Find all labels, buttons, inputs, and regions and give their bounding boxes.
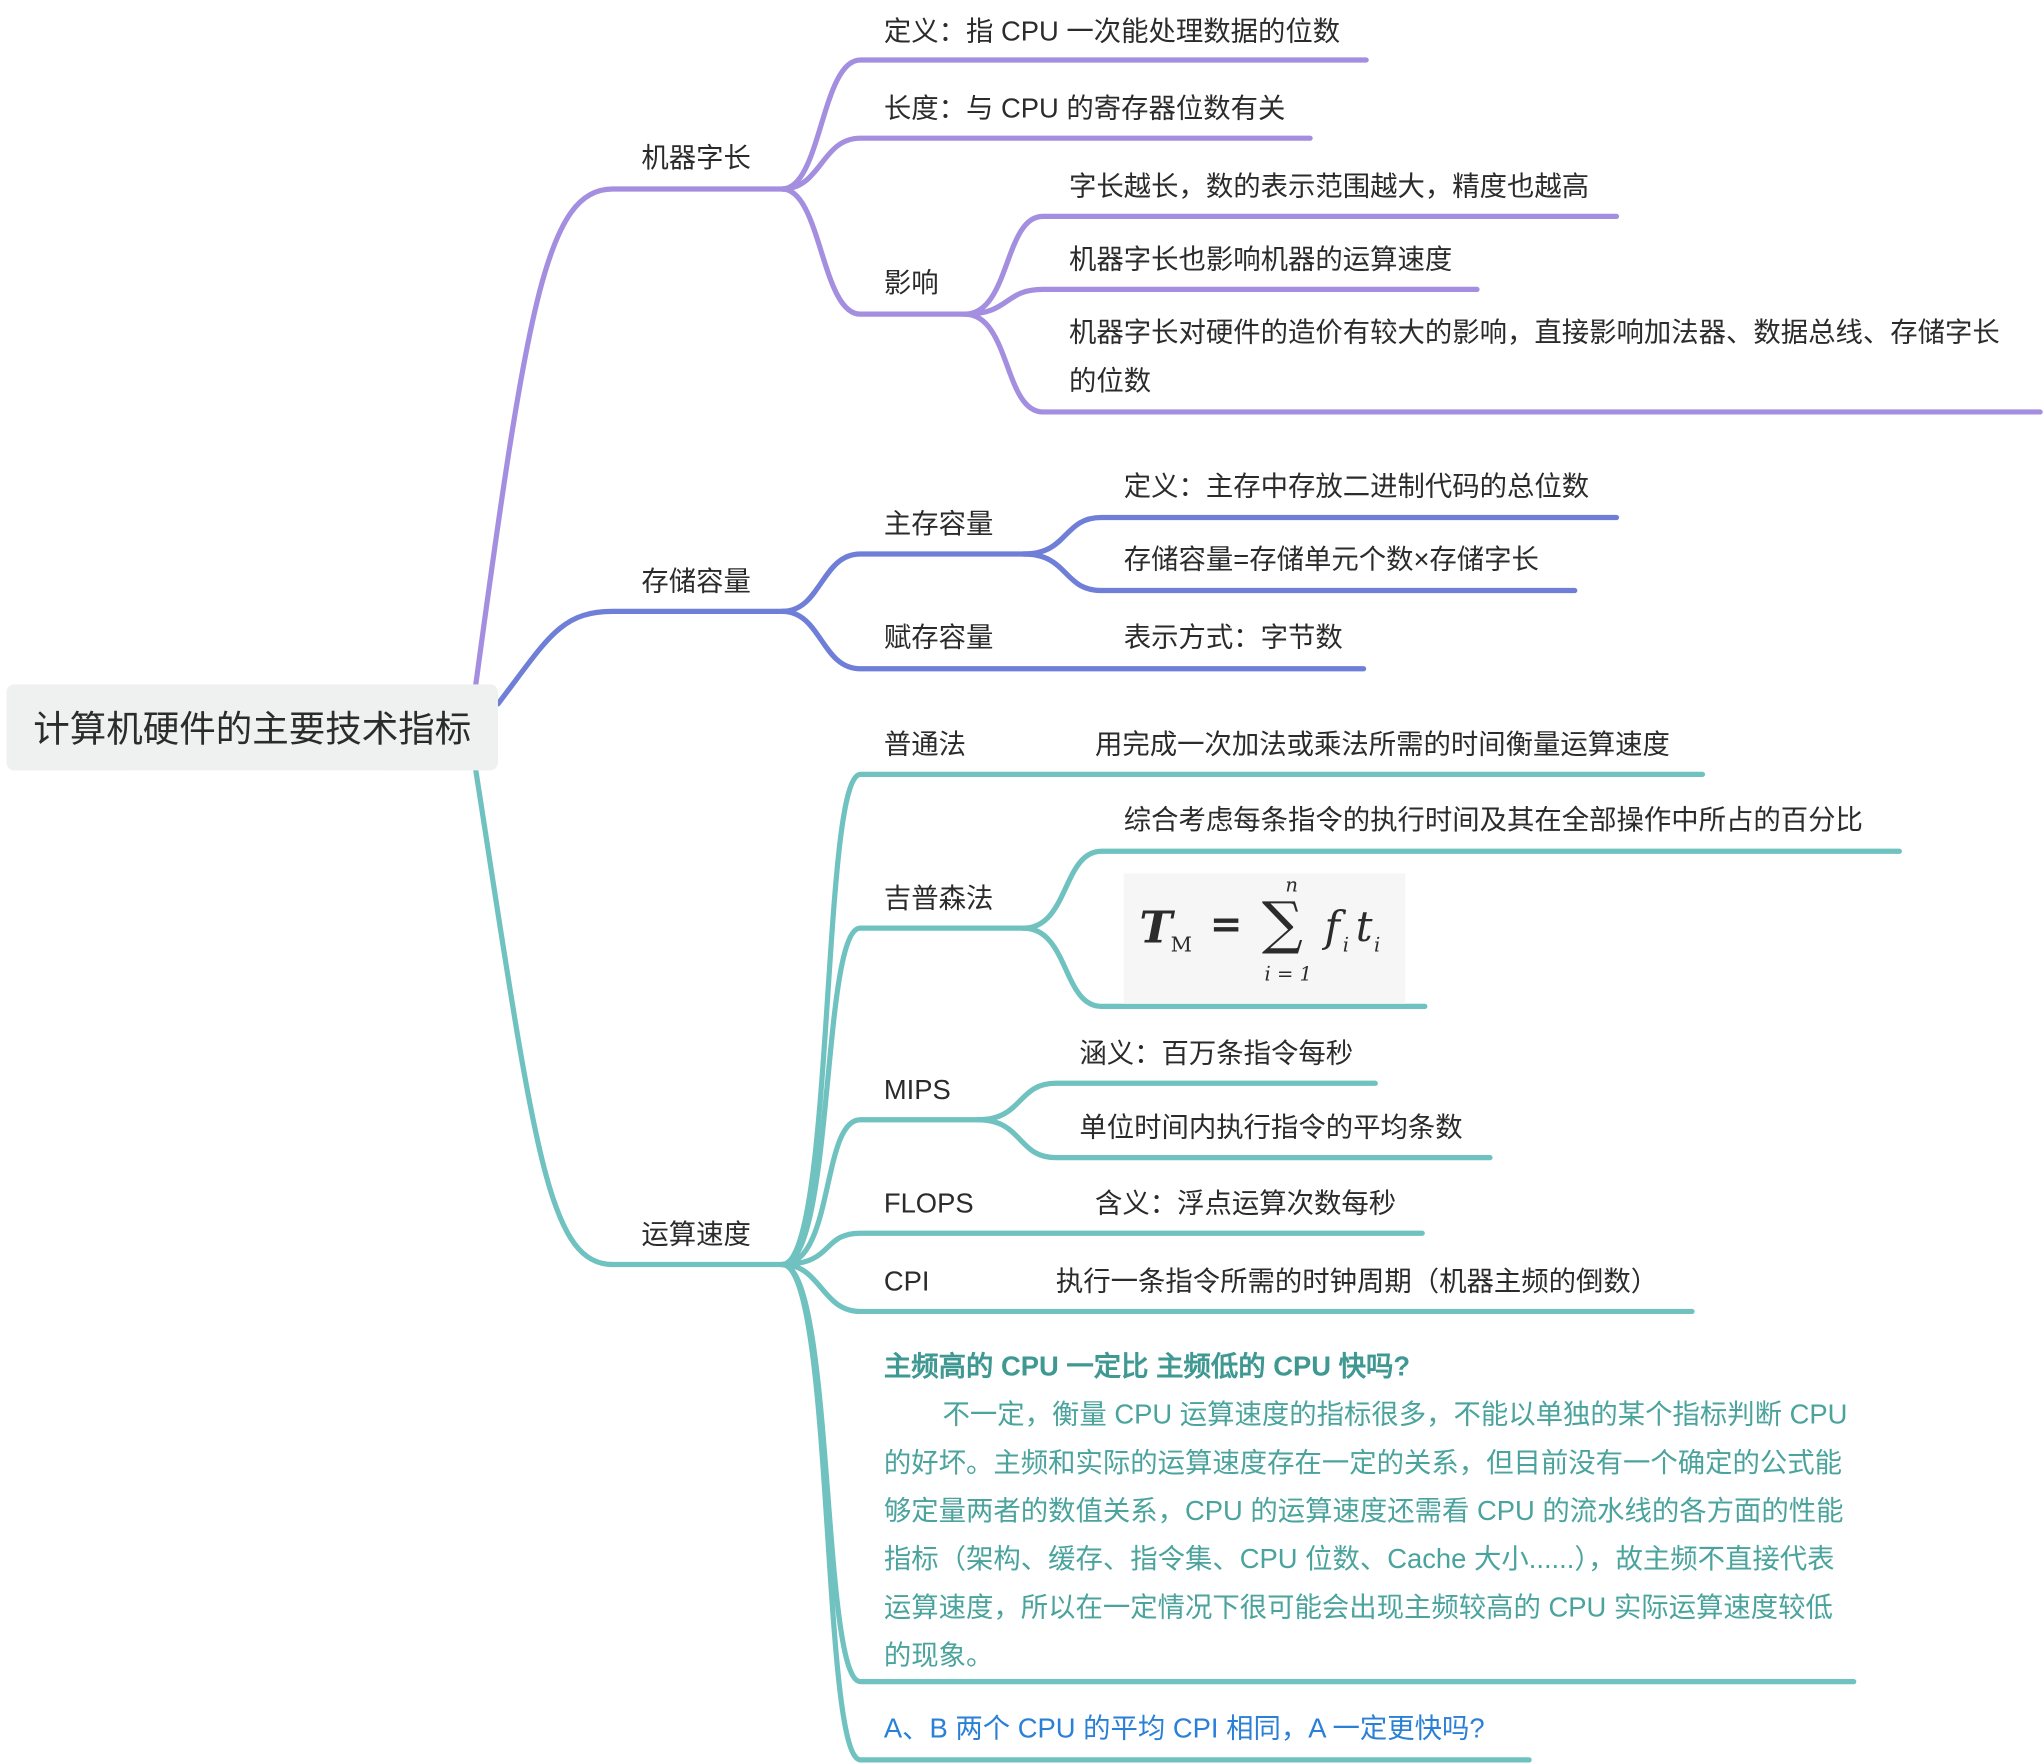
root-label: 计算机硬件的主要技术指标 [33,709,472,750]
formula-lhs: T [1139,902,1173,955]
topic-main-memory-item[interactable]: 存储容量=存储单元个数×存储字长 [1123,544,1539,575]
formula-sigma: ∑ [1261,890,1303,957]
formula-lhs-sub: M [1170,932,1192,957]
topic-mips[interactable]: MIPS [883,1075,951,1106]
topic-impact-item-continued[interactable]: 的位数 [1068,366,1152,397]
topic-auxiliary-item[interactable]: 表示方式：字节数 [1123,623,1343,654]
speed-branch-lines [473,767,1902,1763]
note-title: 主频高的 CPU 一定比 主频低的 CPU 快吗? [883,1351,1411,1382]
word-length-branch-lines [473,57,2043,687]
gibson-formula-image[interactable]: T M = n ∑ i = 1 f i t i [1123,873,1406,1004]
formula-body-sub: i [1342,933,1349,957]
topic-impact-item[interactable]: 机器字长对硬件的造价有较大的影响，直接影响加法器、数据总线、存储字长 [1068,318,2000,349]
topic-mips-item[interactable]: 单位时间内执行指令的平均条数 [1079,1113,1463,1144]
topic-ordinary-item[interactable]: 用完成一次加法或乘法所需的时间衡量运算速度 [1095,730,1670,760]
topic-ordinary[interactable]: 普通法 [883,730,966,760]
root-topic[interactable]: 计算机硬件的主要技术指标 [6,684,498,771]
topic-word-length-length[interactable]: 长度：与 CPU 的寄存器位数有关 [883,93,1286,124]
note-body: 不一定，衡量 CPU 运算速度的指标很多，不能以单独的某个指标判断 CPU 的好… [883,1400,1848,1672]
formula-sum-lower: i = 1 [1264,962,1313,986]
topic-gibson-item[interactable]: 综合考虑每条指令的执行时间及其在全部操作中所占的百分比 [1123,805,1863,836]
storage-branch-lines [495,514,1620,707]
formula-body: f [1324,902,1340,952]
formula-eq: = [1209,902,1243,948]
topic-impact[interactable]: 影响 [883,268,939,299]
topic-cpi-item[interactable]: 执行一条指令所需的时钟周期（机器主频的倒数） [1055,1267,1659,1298]
topic-clock-speed-note[interactable]: 主频高的 CPU 一定比 主频低的 CPU 快吗? 不一定，衡量 CPU 运算速… [884,1343,1849,1681]
topic-mips-item[interactable]: 涵义：百万条指令每秒 [1079,1038,1354,1069]
topic-cpi-question-link[interactable]: A、B 两个 CPU 的平均 CPI 相同，A 一定更快吗? [883,1714,1485,1745]
topic-word-length[interactable]: 机器字长 [641,143,751,174]
topic-cpi[interactable]: CPI [883,1267,930,1298]
topic-speed[interactable]: 运算速度 [641,1220,751,1251]
topic-main-memory[interactable]: 主存容量 [883,509,994,540]
topic-flops-item[interactable]: 含义：浮点运算次数每秒 [1095,1188,1397,1219]
topic-impact-item[interactable]: 机器字长也影响机器的运算速度 [1068,245,1453,276]
formula-sum-upper: n [1285,873,1298,897]
topic-storage[interactable]: 存储容量 [641,567,751,598]
topic-flops[interactable]: FLOPS [883,1188,974,1219]
topic-word-length-definition[interactable]: 定义：指 CPU 一次能处理数据的位数 [883,16,1341,47]
topic-impact-item[interactable]: 字长越长，数的表示范围越大，精度也越高 [1068,172,1590,203]
topic-main-memory-item[interactable]: 定义：主存中存放二进制代码的总位数 [1123,471,1590,502]
topic-gibson[interactable]: 吉普森法 [883,883,994,914]
formula-body2: t [1355,902,1373,952]
topic-auxiliary[interactable]: 赋存容量 [883,623,994,654]
formula-body2-sub: i [1373,933,1381,957]
